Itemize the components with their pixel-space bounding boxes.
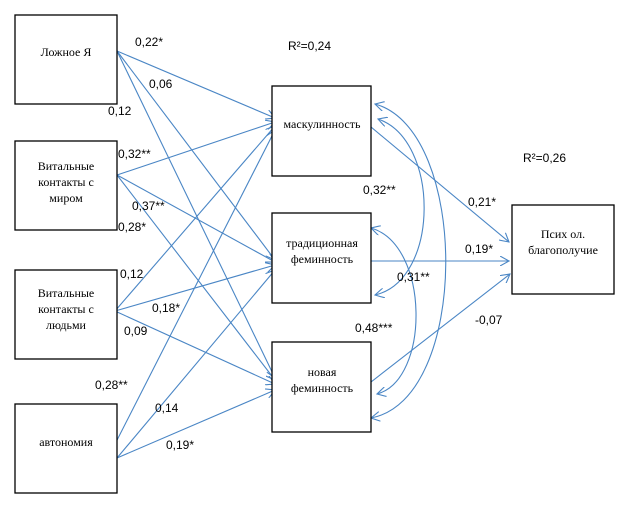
path-arrow	[370, 126, 509, 242]
node-label: новая	[308, 365, 337, 379]
path-arrow	[116, 390, 275, 459]
path-arrow	[116, 50, 275, 118]
node-vital-contacts-world	[14, 140, 118, 231]
coef-label: 0,14	[155, 401, 179, 415]
coef-label: 0,48***	[355, 321, 393, 335]
node-masculinity	[271, 85, 372, 177]
r2-middle: R²=0,24	[288, 39, 331, 53]
node-label: маскулинность	[284, 117, 361, 131]
coef-label: 0,32**	[363, 183, 396, 197]
correlation-arrow-masc-trad	[375, 119, 425, 295]
coef-label: 0,18*	[152, 301, 180, 315]
path-arrow	[116, 122, 275, 176]
path-arrow	[116, 50, 275, 260]
node-autonomy	[14, 403, 118, 494]
node-label: благополучие	[528, 243, 598, 257]
node-false-self	[14, 14, 118, 105]
node-label: Витальные	[38, 159, 95, 173]
coef-label: 0,19*	[166, 438, 194, 452]
node-label: контакты с	[38, 302, 94, 316]
coef-label: 0,06	[149, 77, 173, 91]
coef-label: 0,19*	[465, 242, 493, 256]
coef-label: 0,31**	[397, 270, 430, 284]
coef-label: 0,22*	[135, 35, 163, 49]
path-arrow	[370, 274, 510, 383]
path-arrow	[111, 130, 275, 451]
node-label: контакты с	[38, 175, 94, 189]
path-arrow	[114, 126, 275, 312]
node-label: миром	[49, 191, 83, 205]
coef-label: 0,12	[120, 267, 144, 281]
node-label: автономия	[39, 435, 93, 449]
coef-label: 0,32**	[118, 147, 151, 161]
path-arrow	[116, 174, 275, 262]
path-arrow	[116, 270, 275, 459]
node-label: традиционная	[286, 236, 358, 250]
node-label: феминность	[291, 381, 354, 395]
node-traditional-femininity	[271, 212, 372, 304]
coef-label: 0,28**	[95, 378, 128, 392]
coef-label: 0,12	[108, 104, 132, 118]
node-label: Витальные	[38, 286, 95, 300]
path-arrow	[116, 174, 275, 380]
node-label: людьми	[46, 318, 87, 332]
coef-label: 0,09	[124, 324, 148, 338]
node-vital-contacts-people	[14, 269, 118, 360]
coef-label: 0,37**	[132, 199, 165, 213]
coef-label: -0,07	[475, 313, 503, 327]
node-label: Псих ол.	[541, 227, 585, 241]
node-label: Ложное Я	[41, 45, 92, 59]
path-arrow	[114, 310, 275, 384]
path-arrow	[116, 50, 275, 378]
node-new-femininity	[271, 341, 372, 433]
r2-outcome: R²=0,26	[523, 151, 566, 165]
node-wellbeing	[511, 204, 615, 295]
correlation-arrow-trad-new	[371, 228, 417, 394]
coef-label: 0,21*	[468, 195, 496, 209]
coef-label: 0,28*	[118, 220, 146, 234]
correlation-arrow-masc-new	[371, 104, 447, 418]
node-label: феминность	[291, 252, 354, 266]
